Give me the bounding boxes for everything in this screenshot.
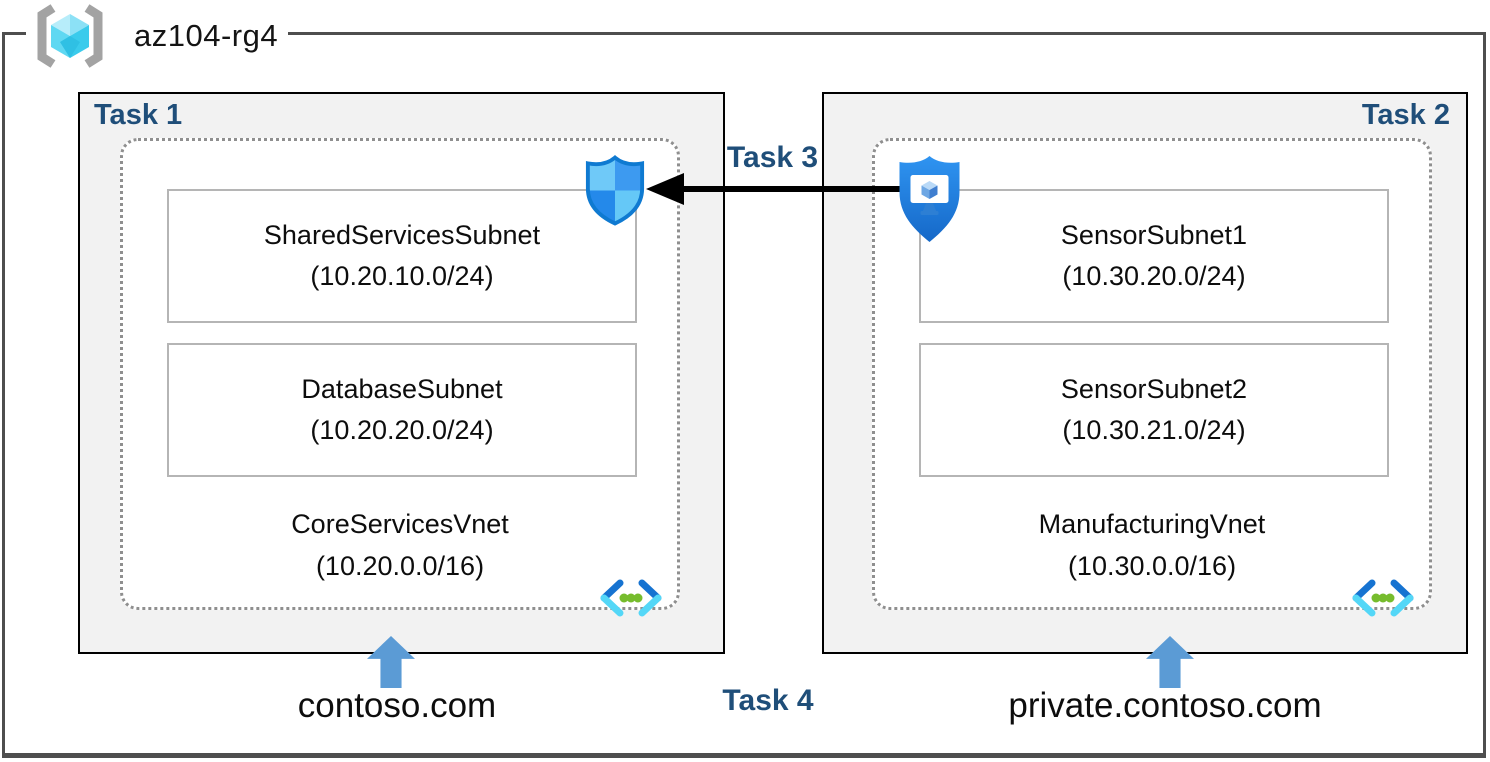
- subnet-cidr: (10.30.21.0/24): [1062, 415, 1246, 445]
- sensor-subnet2-box: SensorSubnet2 (10.30.21.0/24): [919, 343, 1389, 477]
- subnet-cidr: (10.20.20.0/24): [310, 415, 494, 445]
- resource-group-icon: [37, 4, 103, 68]
- bastion-shield-monitor-icon: [899, 156, 960, 242]
- task1-label: Task 1: [94, 99, 183, 131]
- private-contoso-dns-label: private.contoso.com: [1008, 686, 1322, 725]
- contoso-dns-label: contoso.com: [297, 686, 497, 725]
- virtual-network-icon: [600, 579, 662, 617]
- manufacturing-vnet-boundary: SensorSubnet1 (10.30.20.0/24) SensorSubn…: [872, 138, 1432, 617]
- virtual-network-icon: [1352, 579, 1414, 617]
- task2-label: Task 2: [1361, 99, 1450, 131]
- subnet-name: SensorSubnet2: [1060, 374, 1248, 404]
- sensor-subnet1-box: SensorSubnet1 (10.30.20.0/24): [919, 189, 1389, 323]
- task4-label: Task 4: [722, 684, 814, 717]
- subnet-cidr: (10.20.10.0/24): [310, 261, 494, 291]
- vnet-cidr: (10.20.0.0/16): [315, 551, 485, 581]
- shared-services-subnet-box: SharedServicesSubnet (10.20.10.0/24): [167, 189, 637, 323]
- resource-group-header: az104-rg4: [26, 0, 289, 72]
- manufacturing-vnet-label: ManufacturingVnet (10.30.0.0/16): [875, 503, 1429, 587]
- subnet-name: DatabaseSubnet: [301, 374, 503, 404]
- task3-label: Task 3: [726, 141, 819, 174]
- vnet-name: ManufacturingVnet: [1038, 509, 1266, 539]
- subnet-name: SensorSubnet1: [1060, 220, 1248, 250]
- database-subnet-box: DatabaseSubnet (10.20.20.0/24): [167, 343, 637, 477]
- vnet-cidr: (10.30.0.0/16): [1067, 551, 1237, 581]
- network-security-group-shield-icon: [585, 155, 645, 226]
- vnet-name: CoreServicesVnet: [291, 509, 509, 539]
- subnet-cidr: (10.30.20.0/24): [1062, 261, 1246, 291]
- subnet-name: SharedServicesSubnet: [263, 220, 541, 250]
- core-services-vnet-boundary: SharedServicesSubnet (10.20.10.0/24) Dat…: [120, 138, 680, 617]
- resource-group-name: az104-rg4: [134, 18, 279, 53]
- core-services-vnet-label: CoreServicesVnet (10.20.0.0/16): [123, 503, 677, 587]
